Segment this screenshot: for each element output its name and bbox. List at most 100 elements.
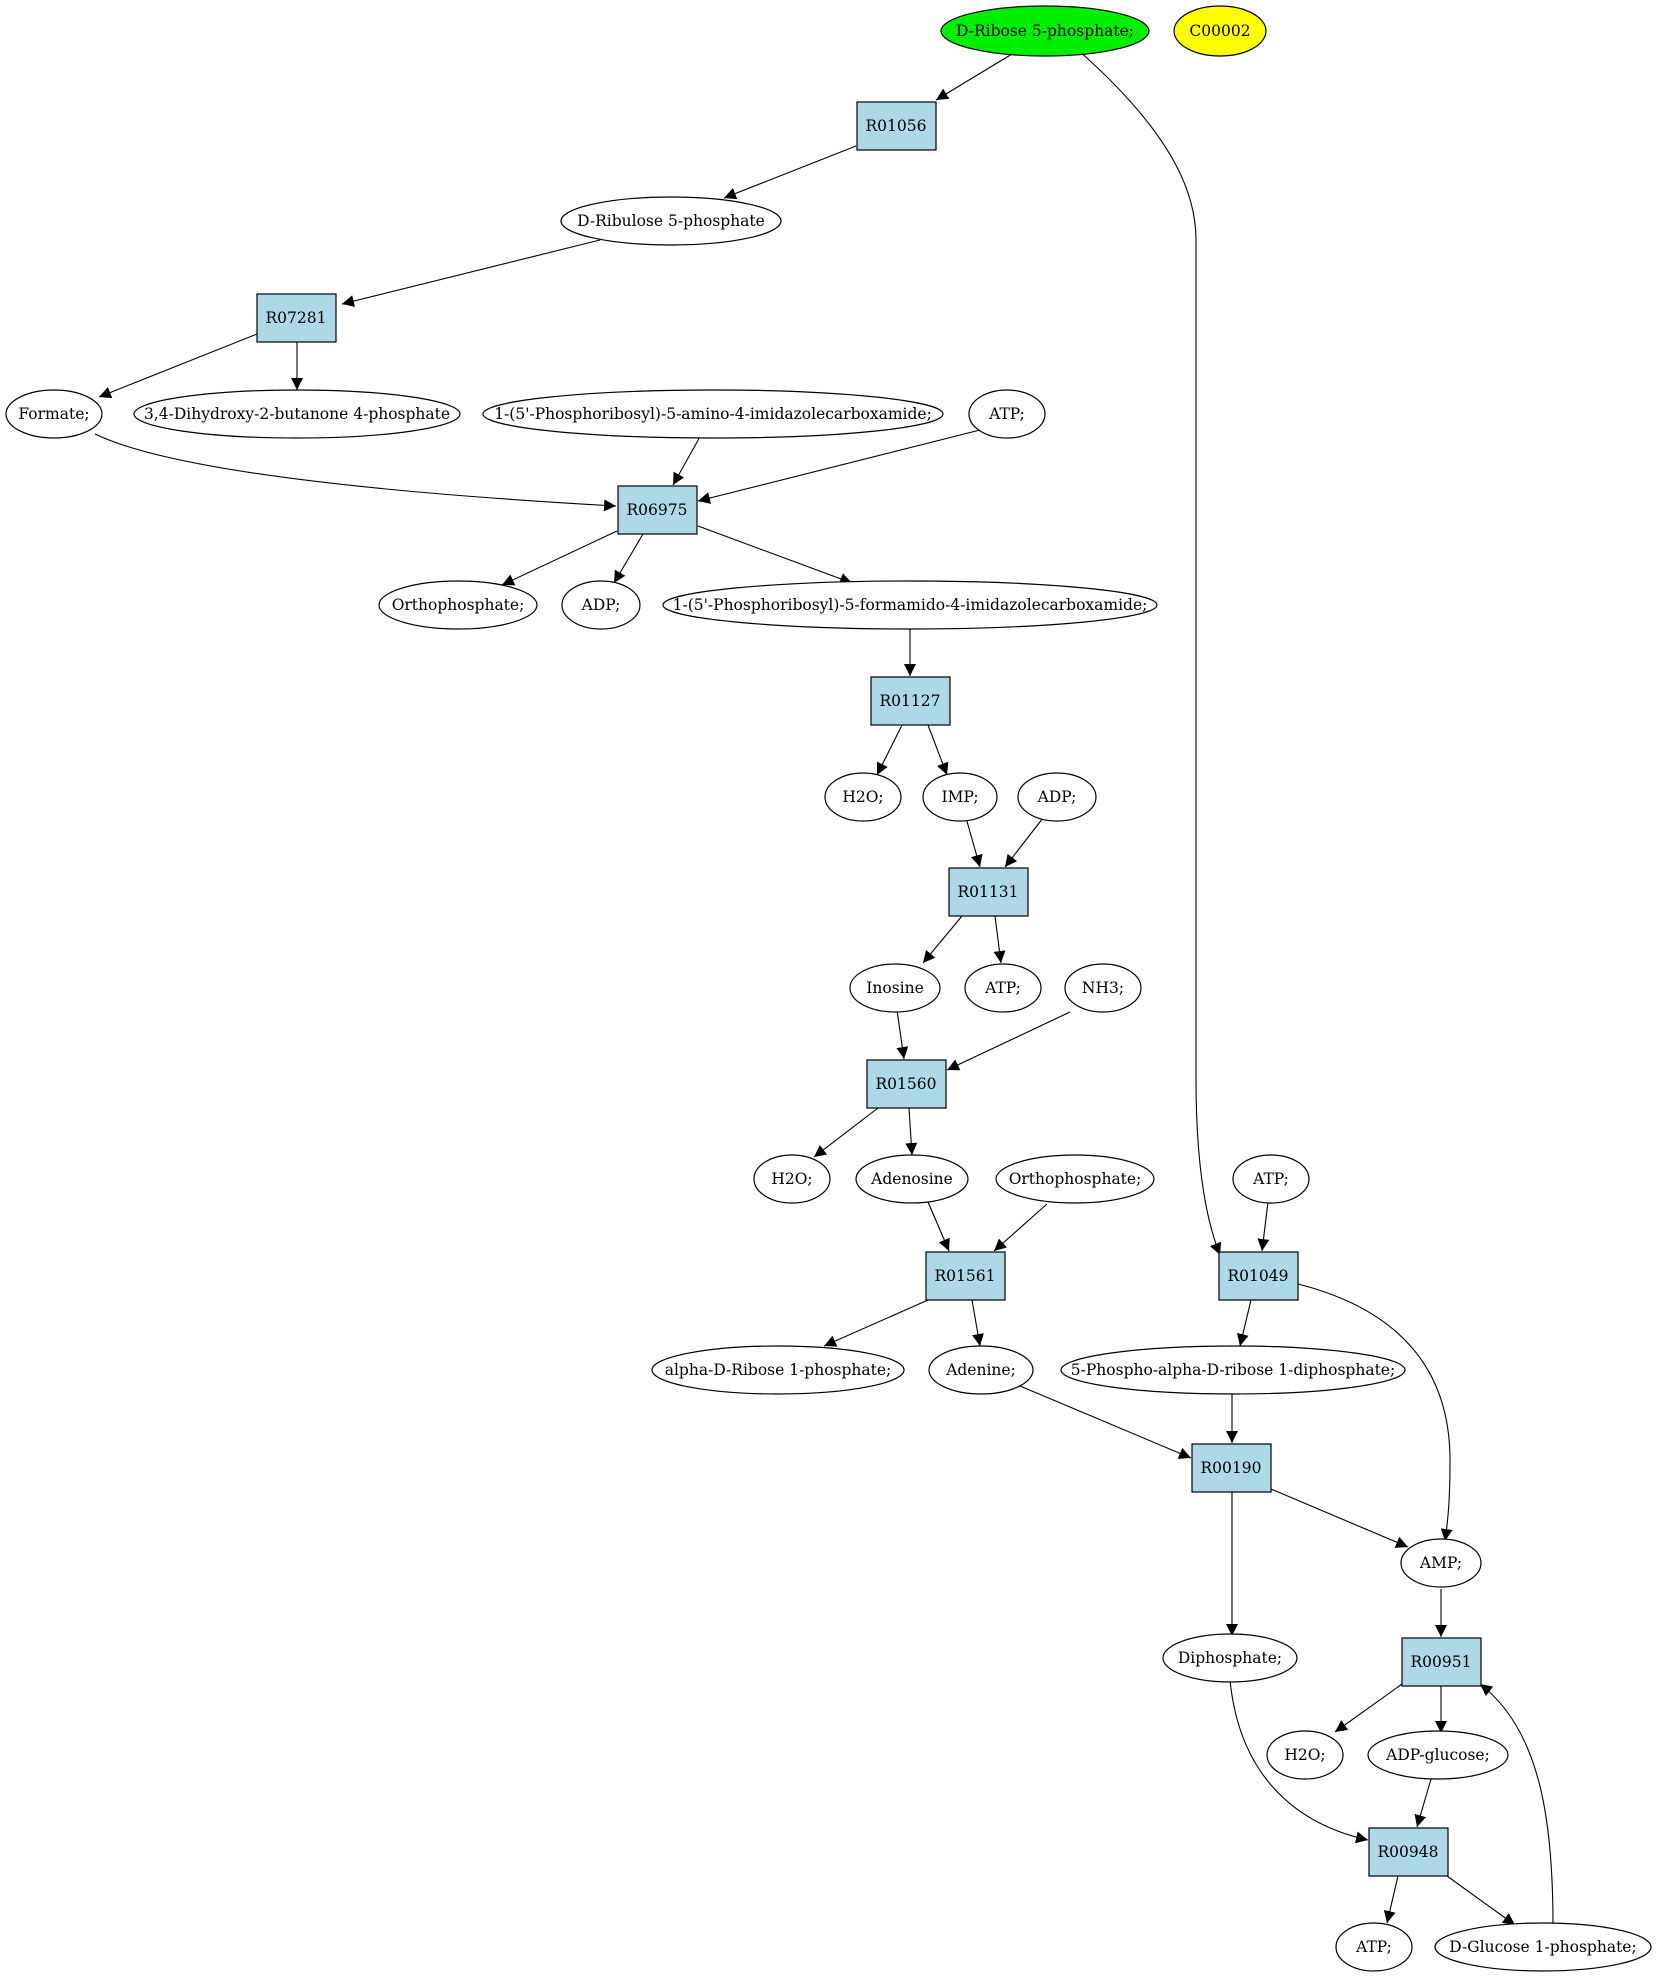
edge-imp-r01131 [965, 817, 983, 868]
edge-r01127-imp [927, 724, 949, 776]
reaction-r07281[interactable]: R07281 [256, 293, 337, 343]
node-atp-4[interactable]: ATP; [1335, 1922, 1413, 1972]
edge-glucose1p-r00951 [1479, 1683, 1554, 1926]
edge-inosine-r01560 [896, 1009, 909, 1060]
node-faicar-label: 1-(5'-Phosphoribosyl)-5-formamido-4-imid… [673, 596, 1148, 614]
edge-r01560-h2o2 [813, 1107, 879, 1158]
edge-r00190-amp [1270, 1488, 1409, 1548]
edge-ribose5p-r01049 [1077, 49, 1222, 1256]
node-adpglucose[interactable]: ADP-glucose; [1367, 1730, 1509, 1780]
node-adp-1-label: ADP; [581, 596, 621, 614]
edges [94, 49, 1554, 1926]
node-glucose1p[interactable]: D-Glucose 1-phosphate; [1434, 1922, 1652, 1972]
node-inosine[interactable]: Inosine [849, 963, 941, 1013]
node-prpp[interactable]: 5-Phospho-alpha-D-ribose 1-diphosphate; [1060, 1345, 1406, 1395]
node-faicar[interactable]: 1-(5'-Phosphoribosyl)-5-formamido-4-imid… [662, 580, 1158, 630]
node-adp-2[interactable]: ADP; [1017, 772, 1097, 822]
node-h2o-1[interactable]: H2O; [824, 772, 902, 822]
edge-atp1-r06975 [697, 429, 981, 504]
reaction-r01560-label: R01560 [876, 1075, 937, 1093]
node-diphosphate-label: Diphosphate; [1178, 1649, 1282, 1667]
node-dihydroxybutanone-label: 3,4-Dihydroxy-2-butanone 4-phosphate [144, 405, 450, 423]
node-diphosphate[interactable]: Diphosphate; [1162, 1633, 1298, 1683]
edge-atp3-r01049 [1257, 1201, 1270, 1252]
compounds: D-Ribose 5-phosphate; C00002 D-Ribulose … [5, 5, 1652, 1972]
node-nh3-label: NH3; [1082, 979, 1124, 997]
node-adp-2-label: ADP; [1037, 788, 1077, 806]
node-h2o-3[interactable]: H2O; [1266, 1730, 1344, 1780]
node-atp-3[interactable]: ATP; [1232, 1154, 1310, 1204]
reaction-r00948[interactable]: R00948 [1368, 1827, 1449, 1877]
edge-r01131-atp2 [993, 915, 1006, 964]
edge-r01056-ribulose5p [723, 145, 857, 200]
edge-r01049-amp [1297, 1283, 1453, 1542]
reaction-r01049[interactable]: R01049 [1218, 1251, 1299, 1301]
reaction-r00951[interactable]: R00951 [1401, 1637, 1482, 1687]
node-orthophosphate-2[interactable]: Orthophosphate; [995, 1154, 1155, 1204]
reactions: R01056 R07281 R06975 R01127 R01131 R0156… [256, 101, 1482, 1877]
node-aicar-label: 1-(5'-Phosphoribosyl)-5-amino-4-imidazol… [494, 405, 932, 423]
edge-r00948-glucose1p [1446, 1875, 1516, 1926]
edge-r01127-h2o1 [876, 724, 903, 776]
node-adp-1[interactable]: ADP; [561, 580, 641, 630]
reaction-r01561-label: R01561 [935, 1267, 996, 1285]
edge-formate-r06975 [94, 433, 617, 512]
edge-aicar-r06975 [672, 434, 702, 486]
node-amp-label: AMP; [1419, 1554, 1462, 1572]
node-ribulose5p-label: D-Ribulose 5-phosphate [577, 212, 765, 230]
reaction-r01131-label: R01131 [958, 883, 1019, 901]
edge-r06975-faicar [697, 525, 853, 585]
node-orthophosphate-1[interactable]: Orthophosphate; [378, 580, 538, 630]
reaction-r00190[interactable]: R00190 [1191, 1443, 1272, 1493]
node-ribose5p[interactable]: D-Ribose 5-phosphate; [940, 5, 1150, 57]
node-nh3[interactable]: NH3; [1064, 963, 1142, 1013]
reaction-r01056-label: R01056 [866, 117, 927, 135]
node-aicar[interactable]: 1-(5'-Phosphoribosyl)-5-amino-4-imidazol… [482, 389, 944, 439]
reaction-r01127[interactable]: R01127 [870, 676, 951, 726]
node-h2o-2[interactable]: H2O; [753, 1154, 831, 1204]
node-adenosine[interactable]: Adenosine [855, 1154, 969, 1204]
node-glucose1p-label: D-Glucose 1-phosphate; [1449, 1938, 1636, 1956]
reaction-r06975[interactable]: R06975 [617, 485, 698, 535]
reaction-r00190-label: R00190 [1201, 1459, 1262, 1477]
edge-r06975-orthophosphate1 [501, 530, 618, 586]
reaction-r01560[interactable]: R01560 [866, 1059, 947, 1109]
node-adenine[interactable]: Adenine; [928, 1345, 1034, 1395]
edge-r01561-adenine [971, 1299, 984, 1347]
node-atp-1[interactable]: ATP; [968, 389, 1046, 439]
reaction-r06975-label: R06975 [627, 501, 688, 519]
node-ribose1p-label: alpha-D-Ribose 1-phosphate; [665, 1361, 892, 1379]
reaction-r07281-label: R07281 [266, 309, 327, 327]
node-prpp-label: 5-Phospho-alpha-D-ribose 1-diphosphate; [1071, 1361, 1395, 1379]
node-h2o-2-label: H2O; [771, 1170, 812, 1188]
node-adenosine-label: Adenosine [870, 1170, 953, 1188]
node-atp-2[interactable]: ATP; [964, 963, 1042, 1013]
node-imp-label: IMP; [941, 788, 978, 806]
node-amp[interactable]: AMP; [1400, 1538, 1482, 1588]
node-orthophosphate-2-label: Orthophosphate; [1009, 1170, 1142, 1188]
reaction-r01131[interactable]: R01131 [948, 867, 1029, 917]
reaction-r01127-label: R01127 [880, 692, 941, 710]
node-ribose1p[interactable]: alpha-D-Ribose 1-phosphate; [651, 1345, 905, 1395]
node-atp-2-label: ATP; [984, 979, 1021, 997]
node-atp-4-label: ATP; [1355, 1938, 1392, 1956]
node-ribulose5p[interactable]: D-Ribulose 5-phosphate [560, 196, 782, 246]
node-h2o-3-label: H2O; [1284, 1746, 1325, 1764]
edge-adpglucose-r00948 [1414, 1778, 1432, 1828]
node-orthophosphate-1-label: Orthophosphate; [392, 596, 525, 614]
node-h2o-1-label: H2O; [842, 788, 883, 806]
edge-nh3-r01560 [946, 1011, 1071, 1071]
reaction-r01561[interactable]: R01561 [925, 1251, 1006, 1301]
reaction-r00948-label: R00948 [1378, 1843, 1439, 1861]
node-c00002[interactable]: C00002 [1173, 5, 1267, 57]
node-c00002-label: C00002 [1189, 22, 1250, 40]
node-formate[interactable]: Formate; [5, 389, 103, 439]
edge-r01561-ribose1p [823, 1299, 929, 1347]
node-inosine-label: Inosine [866, 979, 924, 997]
edge-r01049-prpp [1236, 1299, 1252, 1347]
node-atp-1-label: ATP; [988, 405, 1025, 423]
node-imp[interactable]: IMP; [922, 772, 998, 822]
reaction-r01056[interactable]: R01056 [856, 101, 937, 151]
node-dihydroxybutanone[interactable]: 3,4-Dihydroxy-2-butanone 4-phosphate [133, 389, 461, 439]
